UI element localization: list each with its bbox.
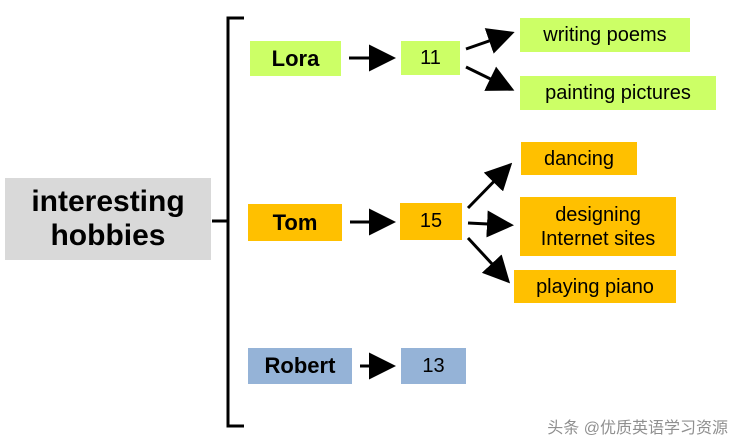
- node-hobby-playing-piano: playing piano: [514, 270, 676, 303]
- node-age-lora: 11: [401, 41, 460, 75]
- hobby-label: painting pictures: [545, 82, 691, 104]
- watermark-text: 头条 @优质英语学习资源: [547, 420, 728, 437]
- person-label: Robert: [264, 353, 336, 378]
- person-label: Lora: [271, 45, 320, 71]
- age-label: 13: [422, 354, 445, 377]
- bracket: [226, 16, 244, 428]
- hobby-label: writing poems: [543, 24, 667, 46]
- arrow-age15-to-design: [467, 210, 514, 238]
- node-hobby-dancing: dancing: [521, 142, 637, 175]
- root-node-interesting-hobbies: interesting hobbies: [5, 178, 211, 260]
- arrow-age11-to-paint: [465, 65, 515, 91]
- age-label: 11: [420, 46, 441, 69]
- node-person-lora: Lora: [250, 41, 341, 76]
- arrow-age15-to-piano: [466, 236, 511, 284]
- arrow-age15-to-dancing: [466, 162, 513, 210]
- hobby-label: designing Internet sites: [540, 203, 656, 250]
- node-age-tom: 15: [400, 203, 462, 240]
- node-hobby-designing-internet-sites: designing Internet sites: [520, 197, 676, 256]
- node-person-tom: Tom: [248, 204, 342, 241]
- node-hobby-painting-pictures: painting pictures: [520, 76, 716, 110]
- node-person-robert: Robert: [248, 348, 352, 384]
- hobby-label: dancing: [543, 147, 615, 170]
- node-hobby-writing-poems: writing poems: [520, 18, 690, 52]
- hobby-label: playing piano: [536, 275, 654, 298]
- root-label: interesting hobbies: [31, 184, 185, 253]
- node-age-robert: 13: [401, 348, 466, 384]
- age-label: 15: [419, 210, 443, 232]
- person-label: Tom: [272, 209, 318, 235]
- arrow-age11-to-poems: [465, 28, 515, 54]
